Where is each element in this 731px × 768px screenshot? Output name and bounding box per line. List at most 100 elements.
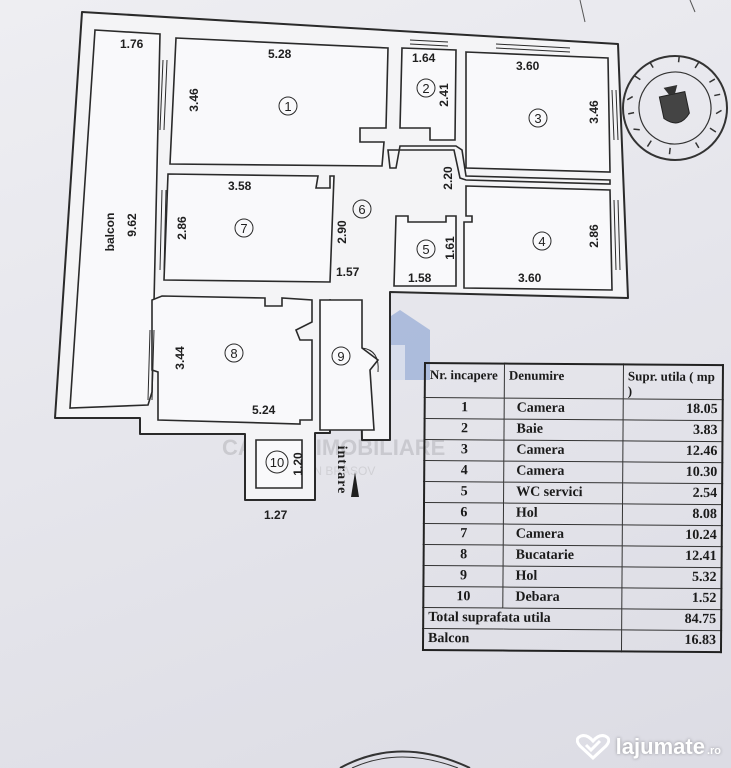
room-6-hall <box>387 145 611 185</box>
cadastre-seal-stamp <box>622 55 728 161</box>
dim-balcony-length: 9.62 <box>125 213 139 237</box>
dim-room3-width: 3.60 <box>516 59 540 73</box>
dim-room2-width: 1.64 <box>412 51 436 65</box>
entry-arrow-icon <box>351 472 359 497</box>
balcony-label: balcon <box>103 213 117 252</box>
cell-area: 2.54 <box>622 482 723 505</box>
cell-area: 12.46 <box>622 440 723 463</box>
dim-hall-width: 1.57 <box>336 265 360 279</box>
area-table: Nr. incapere Denumire Supr. utila ( mp )… <box>421 362 724 654</box>
cell-number: 9 <box>423 565 504 588</box>
cell-area: 10.24 <box>622 524 722 547</box>
cell-name: Hol <box>502 566 623 588</box>
dim-room5-width: 1.58 <box>408 271 432 285</box>
cell-number: 6 <box>423 502 504 525</box>
entrance-label: intrare <box>334 446 349 495</box>
dim-room4-height: 2.86 <box>587 224 601 248</box>
dim-room1-width: 5.28 <box>268 47 292 61</box>
cell-name: Debara <box>502 587 622 609</box>
cell-name: Camera <box>503 461 623 483</box>
cell-name: Camera <box>504 398 624 420</box>
cell-number: 10 <box>423 586 503 609</box>
balcony-row: Balcon 16.83 <box>422 628 722 653</box>
dim-room8-width: 5.24 <box>252 403 276 417</box>
total-label: Total suprafata utila <box>423 607 622 630</box>
room-2 <box>399 47 457 141</box>
dim-room1-height: 3.46 <box>187 88 201 112</box>
room-9-hall <box>319 299 380 431</box>
cell-number: 1 <box>424 397 505 420</box>
room-10 <box>255 439 303 489</box>
cell-area: 8.08 <box>622 503 723 526</box>
total-row: Total suprafata utila 84.75 <box>423 607 722 631</box>
dim-hall-height: 2.90 <box>335 220 349 244</box>
dim-room3-height: 3.46 <box>587 100 601 124</box>
room-1 <box>169 37 389 167</box>
cell-area: 18.05 <box>623 398 723 421</box>
cell-number: 8 <box>423 544 504 567</box>
dim-room7-width: 3.58 <box>228 179 252 193</box>
total-value: 84.75 <box>621 608 722 631</box>
header-room-number: Nr. incapere <box>424 363 505 399</box>
room-number-10: 10 <box>270 455 284 470</box>
room-number-4: 4 <box>538 234 545 249</box>
heart-logo-icon <box>575 734 610 760</box>
dim-hall-passage: 2.20 <box>441 166 455 190</box>
balcony-area <box>69 29 161 409</box>
cell-name: Camera <box>503 524 623 546</box>
room-3 <box>465 51 611 173</box>
brand-tld: .ro <box>706 745 721 757</box>
watermark-subtext: IN BRASOV <box>310 464 375 478</box>
room-number-8: 8 <box>230 346 237 361</box>
cell-name: WC servici <box>503 482 623 504</box>
dim-room10-width: 1.27 <box>264 508 288 522</box>
cell-area: 5.32 <box>621 566 722 589</box>
cell-name: Bucatarie <box>503 545 623 567</box>
room-number-2: 2 <box>422 81 429 96</box>
room-8 <box>151 295 313 425</box>
brand-name: lajumate <box>615 734 705 759</box>
room-number-9: 9 <box>337 349 344 364</box>
cell-number: 4 <box>424 460 504 483</box>
room-number-5: 5 <box>422 242 429 257</box>
dim-room8-height: 3.44 <box>173 346 187 370</box>
balcony-total-value: 16.83 <box>621 629 722 653</box>
dim-room5-height: 1.61 <box>443 236 457 260</box>
cell-area: 12.41 <box>622 545 722 568</box>
dim-room4-width: 3.60 <box>518 271 542 285</box>
cell-number: 7 <box>423 523 504 546</box>
cell-number: 3 <box>424 439 504 462</box>
room-number-7: 7 <box>240 221 247 236</box>
cell-number: 5 <box>424 481 504 504</box>
cell-name: Camera <box>503 440 623 462</box>
header-name: Denumire <box>504 363 624 399</box>
cell-area: 10.30 <box>622 461 723 484</box>
room-number-1: 1 <box>284 99 291 114</box>
bottom-stamp <box>339 750 471 768</box>
header-area: Supr. utila ( mp ) <box>623 364 723 400</box>
cell-name: Baie <box>503 419 624 441</box>
cell-area: 3.83 <box>622 419 723 442</box>
dim-room2-height: 2.41 <box>437 83 451 107</box>
dim-room10-height: 1.20 <box>291 452 305 476</box>
cell-number: 2 <box>424 418 505 441</box>
cell-area: 1.52 <box>621 587 722 610</box>
room-number-3: 3 <box>534 111 541 126</box>
room-5 <box>393 215 457 287</box>
dim-room7-height: 2.86 <box>175 216 189 240</box>
table-header: Nr. incapere Denumire Supr. utila ( mp ) <box>424 363 723 400</box>
brand-watermark: lajumate .ro <box>575 734 721 760</box>
room-4 <box>463 185 613 291</box>
room-7 <box>163 173 335 283</box>
